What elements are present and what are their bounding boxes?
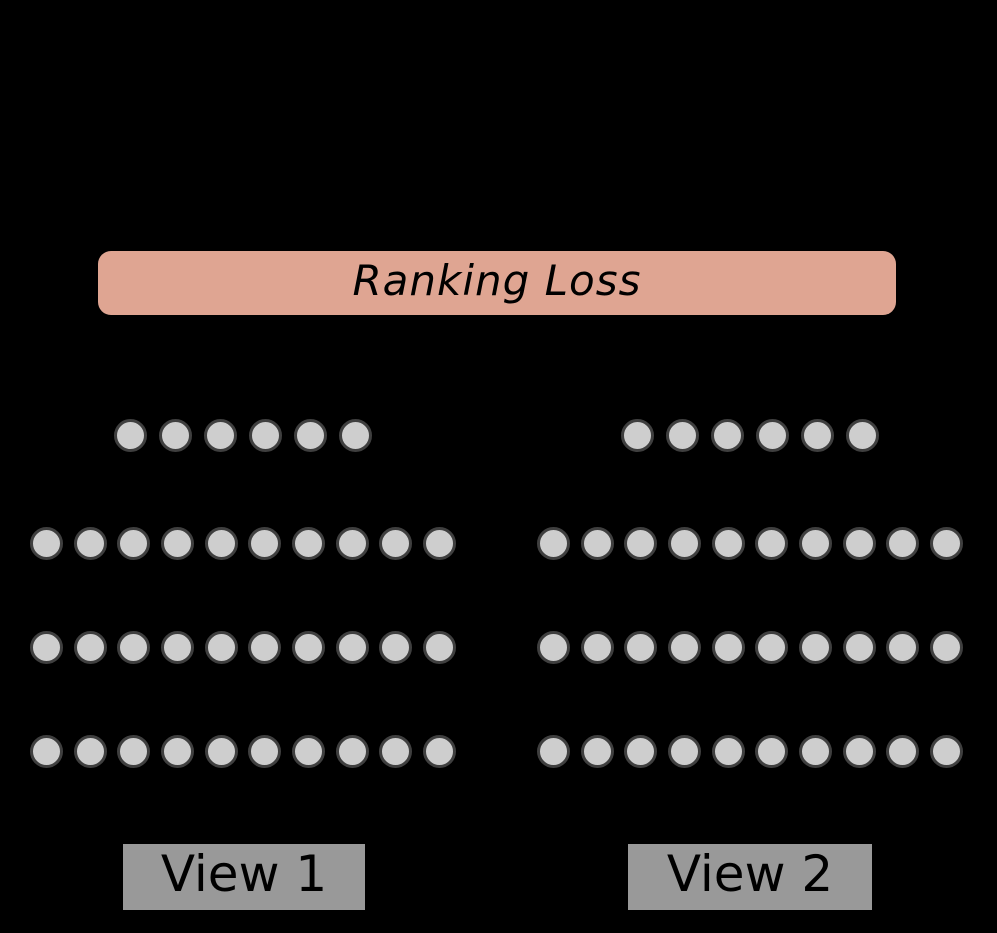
unit-node [30,631,63,664]
unit-node [801,419,834,452]
unit-node [711,419,744,452]
unit-node [842,527,876,560]
unit-node [335,735,369,768]
view-1-label-box: View 1 [123,844,365,910]
unit-node [291,631,325,664]
unit-node [291,735,325,768]
unit-node [711,735,745,768]
unit-node [248,527,282,560]
unit-node [73,631,107,664]
unit-node [580,735,614,768]
view-1-label: View 1 [160,845,328,903]
node-row [30,631,456,664]
unit-node [755,631,789,664]
unit-node [30,735,63,768]
unit-node [621,419,654,452]
unit-node [580,527,614,560]
view-1-nodes [30,0,456,933]
unit-node [755,735,789,768]
unit-node [117,527,151,560]
unit-node [379,527,413,560]
unit-node [379,735,413,768]
unit-node [798,735,832,768]
node-row [30,527,456,560]
unit-node [624,631,658,664]
unit-node [842,735,876,768]
node-row [537,527,963,560]
unit-node [842,631,876,664]
unit-node [204,735,238,768]
unit-node [667,527,701,560]
unit-node [711,631,745,664]
unit-node [248,735,282,768]
unit-node [929,735,963,768]
unit-node [422,527,456,560]
unit-node [204,631,238,664]
unit-node [73,735,107,768]
unit-node [886,527,920,560]
node-row [537,419,963,452]
unit-node [30,527,63,560]
unit-node [580,631,614,664]
unit-node [886,735,920,768]
unit-node [204,419,237,452]
unit-node [117,631,151,664]
unit-node [886,631,920,664]
unit-node [294,419,327,452]
unit-node [248,631,282,664]
node-row [537,631,963,664]
view-2-nodes [537,0,963,933]
unit-node [422,631,456,664]
unit-node [711,527,745,560]
unit-node [798,631,832,664]
unit-node [204,527,238,560]
unit-node [291,527,325,560]
unit-node [249,419,282,452]
node-row [537,735,963,768]
unit-node [624,735,658,768]
node-row [30,419,456,452]
unit-node [159,419,192,452]
unit-node [422,735,456,768]
unit-node [114,419,147,452]
unit-node [537,735,570,768]
ranking-loss-label: Ranking Loss [352,256,642,305]
unit-node [667,735,701,768]
unit-node [667,631,701,664]
unit-node [537,631,570,664]
unit-node [537,527,570,560]
view-2-label: View 2 [666,845,834,903]
unit-node [339,419,372,452]
unit-node [756,419,789,452]
unit-node [73,527,107,560]
unit-node [379,631,413,664]
unit-node [929,631,963,664]
unit-node [160,631,194,664]
unit-node [798,527,832,560]
unit-node [755,527,789,560]
unit-node [160,735,194,768]
unit-node [846,419,879,452]
unit-node [666,419,699,452]
unit-node [929,527,963,560]
view-2-label-box: View 2 [628,844,872,910]
node-row [30,735,456,768]
unit-node [160,527,194,560]
unit-node [335,631,369,664]
unit-node [335,527,369,560]
unit-node [117,735,151,768]
unit-node [624,527,658,560]
ranking-loss-box: Ranking Loss [98,251,896,315]
